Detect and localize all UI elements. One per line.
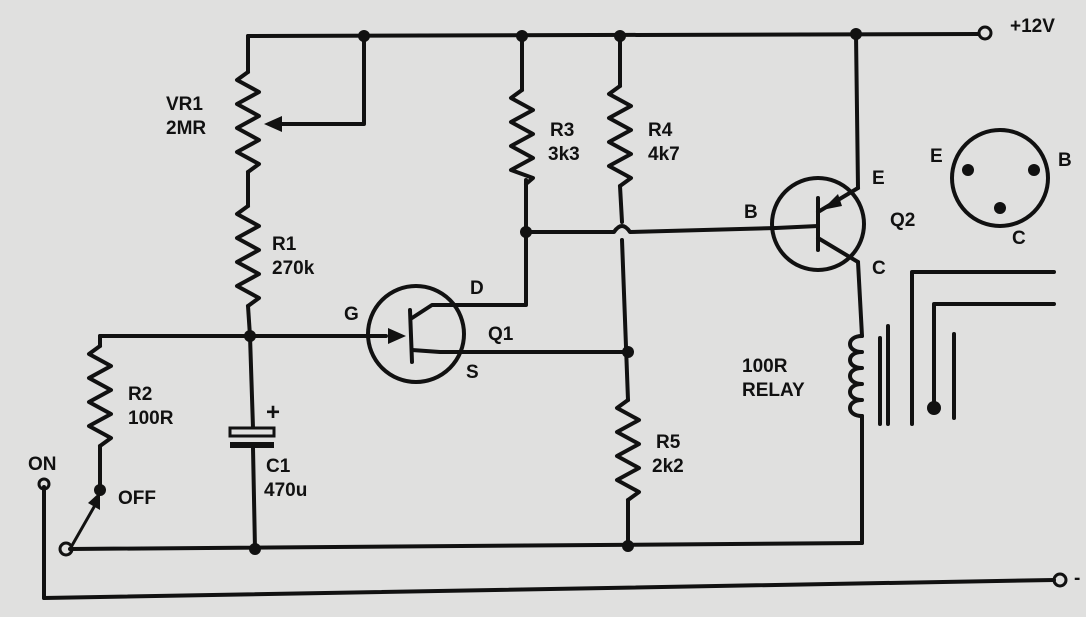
junction-dot [358,30,370,42]
pinout-body [950,128,1050,228]
q1-gate-label: G [344,304,359,325]
collector-wire [856,260,864,338]
q1-ref: Q1 [488,324,514,345]
junction-dot [850,28,862,40]
c1-value: 470u [264,480,307,501]
r2-value: 100R [128,408,174,429]
ground-label: - [1074,568,1080,589]
q2-base-lead [774,224,820,230]
vr1-wiper-arrow [264,116,282,132]
relay-contact-1 [910,270,1056,426]
r5-resistor [615,398,641,502]
switch-off-label: OFF [118,488,156,509]
c1-positive-plate [228,426,276,438]
q2-collector-label: C [872,258,886,279]
r4-bottom-lead [618,184,624,224]
junction-dot [614,30,626,42]
junction-dot [622,346,634,358]
common-rail [68,541,864,551]
supply-terminal [977,25,993,41]
relay-coil [848,334,864,418]
junction-dot [244,330,256,342]
junction-dot [516,30,528,42]
ground-rail-bottom [42,578,1056,600]
r3-ref: R3 [550,120,574,141]
junction-dot [520,226,532,238]
q1-body [366,284,466,384]
r2-resistor [87,344,113,448]
switch-on-label: ON [28,454,57,475]
c1-top-lead [248,334,255,430]
q2-collector-lead [816,236,860,264]
ground-terminal [1052,572,1068,588]
r2-ref: R2 [128,384,152,405]
q1-source-lead [410,348,630,354]
pinout-e-label: E [930,146,943,167]
r1-resistor [235,204,261,308]
r1-value: 270k [272,258,315,279]
q1-drain-lead [410,178,528,320]
junction-dot [249,543,261,555]
q1-source-label: S [466,362,479,383]
q2-emitter-label: E [872,168,885,189]
junction-dot [94,484,106,496]
junction-dot [622,540,634,552]
gate-arrow [388,328,406,344]
vr1-value: 2MR [166,118,206,139]
pinout-c-label: C [1012,228,1026,249]
emitter-wire [854,32,860,190]
vr1-wiper-wire [276,34,366,126]
pin-b [1028,164,1040,176]
r4-ref: R4 [648,120,673,141]
switch-arrow [88,492,100,510]
c1-negative-plate [230,442,274,448]
c1-ref: C1 [266,456,291,477]
pinout-b-label: B [1058,150,1072,171]
pin-e [962,164,974,176]
switch-blade[interactable] [68,498,100,551]
q2-base-wire [524,224,778,234]
relay-label: RELAY [742,380,805,401]
r5-value: 2k2 [652,456,684,477]
switch-pivot [58,541,74,557]
q1-drain-label: D [470,278,484,299]
r5-ref: R5 [656,432,681,453]
relay-contact-dot [927,401,941,415]
relay-contact-2 [932,302,1056,410]
vr1-ref: VR1 [166,94,203,115]
supply-rail [246,32,980,38]
switch-on-contact [37,477,51,491]
q2-base-label: B [744,202,758,223]
vr1-resistor [235,70,261,174]
c1-bottom-lead [251,446,257,551]
q2-ref: Q2 [890,210,915,231]
supply-label: +12V [1010,16,1055,37]
relay-value: 100R [742,356,788,377]
r3-value: 3k3 [548,144,580,165]
q2-body [770,176,866,272]
r1-ref: R1 [272,234,297,255]
pin-c [994,202,1006,214]
r4-r5-lead [620,238,630,402]
r4-value: 4k7 [648,144,680,165]
c1-polarity: + [266,399,280,426]
r3-resistor [509,88,535,186]
q2-emitter-arrow [822,194,842,210]
r4-resistor [607,84,633,188]
